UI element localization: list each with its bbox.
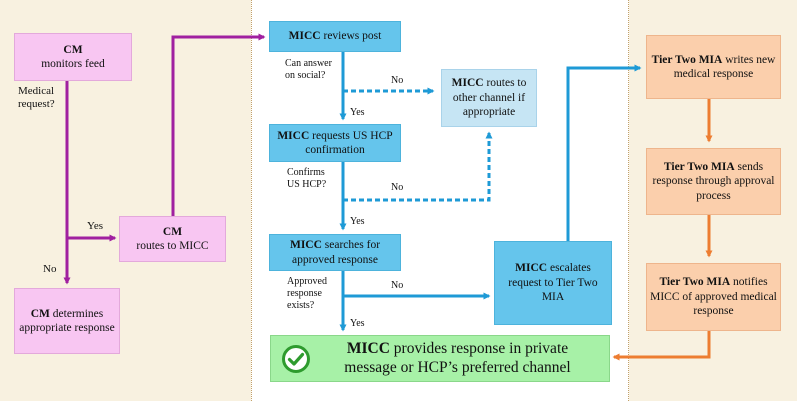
- node-micc-escalates: MICC escalates request to Tier Two MIA: [494, 241, 612, 325]
- node-cm-monitors-feed: CM monitors feed: [14, 33, 132, 81]
- lane-divider-right: [628, 0, 629, 401]
- arrow-escalate-up: [566, 64, 642, 241]
- lane-divider-left: [251, 0, 252, 401]
- label-approved-exists: Approved response exists?: [287, 276, 327, 311]
- node-micc-reviews-post: MICC reviews post: [269, 21, 401, 52]
- node-cm-routes-to-micc: CM routes to MICC: [119, 216, 226, 262]
- label-confirms-hcp: Confirms US HCP?: [287, 167, 327, 190]
- node-tier-two-sends: Tier Two MIA sends response through appr…: [646, 148, 781, 215]
- node-tier-two-writes: Tier Two MIA writes new medical response: [646, 35, 781, 99]
- node-micc-searches-response: MICC searches for approved response: [269, 234, 401, 271]
- check-circle-icon: [282, 344, 310, 373]
- label-medical-request: Medical request?: [18, 85, 55, 111]
- node-micc-routes-other-channel: MICC routes to other channel if appropri…: [441, 69, 537, 127]
- arrow-hcp-no: [343, 131, 493, 202]
- node-cm-determines-response: CM determines appropriate response: [14, 288, 120, 354]
- arrow-notifies-to-final: [612, 331, 711, 361]
- node-final-response: MICC provides response in private messag…: [270, 335, 610, 382]
- label-no-social: No: [391, 75, 404, 86]
- label-yes-approved: Yes: [350, 318, 365, 329]
- arrow-cm-to-micc: [171, 33, 266, 216]
- node-tier-two-notifies: Tier Two MIA notifies MICC of approved m…: [646, 263, 781, 331]
- node-micc-requests-hcp: MICC requests US HCP confirmation: [269, 124, 401, 162]
- label-can-answer: Can answer on social?: [285, 58, 332, 81]
- label-yes-hcp: Yes: [350, 216, 365, 227]
- label-yes-cm: Yes: [87, 220, 104, 232]
- label-no-approved: No: [391, 280, 404, 291]
- label-yes-social: Yes: [350, 107, 365, 118]
- label-no-hcp: No: [391, 182, 404, 193]
- label-no-cm: No: [43, 263, 57, 275]
